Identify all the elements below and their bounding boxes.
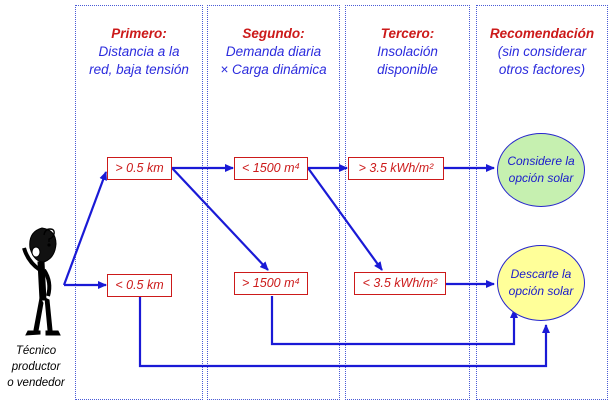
recommendation-discard-solar: Descarte la opción solar: [497, 245, 585, 321]
column-header-2: Segundo: Demanda diaria × Carga dinámica: [207, 25, 340, 79]
actor-label-line: o vendedor: [7, 377, 65, 389]
column-subtitle: otros factores): [498, 62, 586, 77]
column-title: Primero:: [111, 26, 167, 41]
box-insolation-low: < 3.5 kWh/m²: [354, 272, 446, 295]
column-title: Recomendación: [489, 26, 595, 41]
column-subtitle: Demanda diaria: [225, 44, 322, 59]
arrow-person-to-dist-high: [62, 171, 108, 286]
recommendation-text: Considere la: [507, 154, 575, 168]
recommendation-text: opción solar: [508, 284, 574, 298]
arrow-dist-high-to-demand-high: [171, 167, 269, 271]
arrow-dist-low-to-discard: [138, 297, 550, 368]
box-distance-high: > 0.5 km: [107, 157, 172, 180]
recommendation-text: opción solar: [508, 171, 574, 185]
column-subtitle: Insolación: [377, 44, 438, 59]
column-subtitle: × Carga dinámica: [220, 62, 327, 77]
column-subtitle: disponible: [377, 62, 438, 77]
actor-label-line: productor: [11, 361, 61, 373]
recommendation-text: Descarte la: [510, 267, 572, 281]
column-header-1: Primero: Distancia a la red, baja tensió…: [75, 25, 203, 79]
arrow-demand-low-to-insol-low: [307, 167, 383, 271]
actor-label-line: Técnico: [15, 345, 57, 357]
column-header-3: Tercero: Insolación disponible: [345, 25, 470, 79]
column-subtitle: (sin considerar: [497, 44, 587, 59]
box-distance-low: < 0.5 km: [107, 274, 172, 297]
column-title: Tercero:: [380, 26, 435, 41]
thinking-person-icon: [22, 227, 61, 336]
column-subtitle: Distancia a la: [98, 44, 180, 59]
column-header-4: Recomendación (sin considerar otros fact…: [476, 25, 608, 79]
box-demand-high: > 1500 m⁴: [234, 272, 308, 295]
question-mark-icon: [43, 228, 55, 247]
actor-label: Técnico productor o vendedor: [0, 343, 72, 391]
box-insolation-high: > 3.5 kWh/m²: [348, 157, 444, 180]
column-subtitle: red, baja tensión: [89, 62, 189, 77]
box-demand-low: < 1500 m⁴: [234, 157, 308, 180]
recommendation-consider-solar: Considere la opción solar: [497, 133, 585, 207]
column-title: Segundo:: [242, 26, 305, 41]
arrow-demand-high-to-discard: [270, 296, 518, 346]
